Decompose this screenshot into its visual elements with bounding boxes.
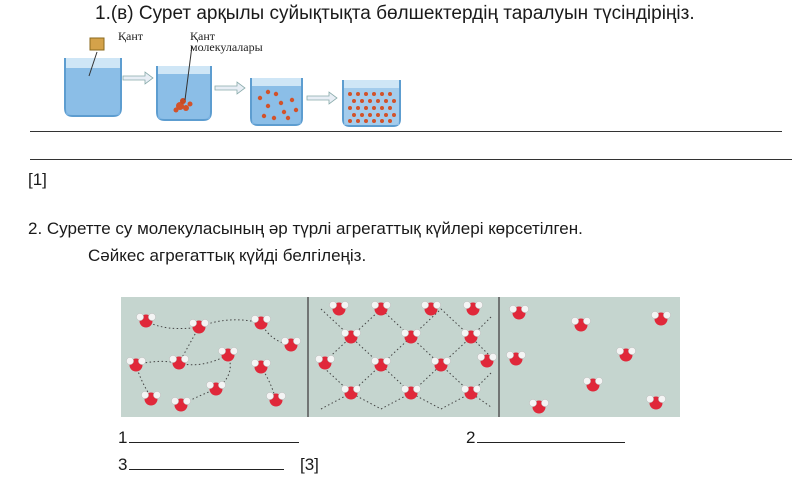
answer-2-number: 2 bbox=[466, 428, 476, 447]
label-sugar-molecules-line1: Қант bbox=[190, 29, 215, 43]
panel-liquid bbox=[126, 313, 301, 412]
beaker-2 bbox=[156, 45, 212, 121]
answer-2[interactable]: 2 bbox=[466, 428, 626, 448]
sugar-cube-icon bbox=[89, 37, 105, 51]
answer-line-1[interactable] bbox=[30, 131, 782, 132]
label-sugar: Қант bbox=[118, 29, 143, 43]
answer-1-number: 1 bbox=[118, 428, 128, 447]
beaker-3 bbox=[250, 78, 303, 126]
label-sugar-molecules-line2: молекулалары bbox=[190, 40, 263, 54]
answer-1-blank[interactable] bbox=[129, 428, 300, 443]
answer-line-2[interactable] bbox=[30, 159, 792, 160]
question-2-line-2: Сәйкес агрегаттық күйді белгілеңіз. bbox=[88, 246, 367, 265]
water-states-figure bbox=[121, 297, 680, 417]
question-2-line-1: 2. Суретте су молекуласының әр түрлі агр… bbox=[28, 219, 583, 238]
beaker-1 bbox=[64, 37, 122, 117]
question-1-mark: [1] bbox=[28, 170, 47, 189]
sugar-diffusion-figure bbox=[64, 37, 401, 127]
panel-solid bbox=[315, 301, 497, 410]
answer-3-number: 3 bbox=[118, 455, 128, 474]
arrow-right-icon bbox=[306, 91, 338, 105]
answer-3-blank[interactable] bbox=[129, 455, 285, 470]
beaker-4 bbox=[342, 80, 401, 127]
arrow-right-icon bbox=[122, 71, 154, 85]
answer-2-blank[interactable] bbox=[477, 428, 626, 443]
question-1-title: 1.(в) Сурет арқылы суйықтықта бөлшектерд… bbox=[95, 3, 695, 24]
answer-3[interactable]: 3 bbox=[118, 455, 285, 475]
answer-1[interactable]: 1 bbox=[118, 428, 300, 448]
arrow-right-icon bbox=[214, 81, 246, 95]
question-2-mark: [3] bbox=[300, 455, 319, 474]
